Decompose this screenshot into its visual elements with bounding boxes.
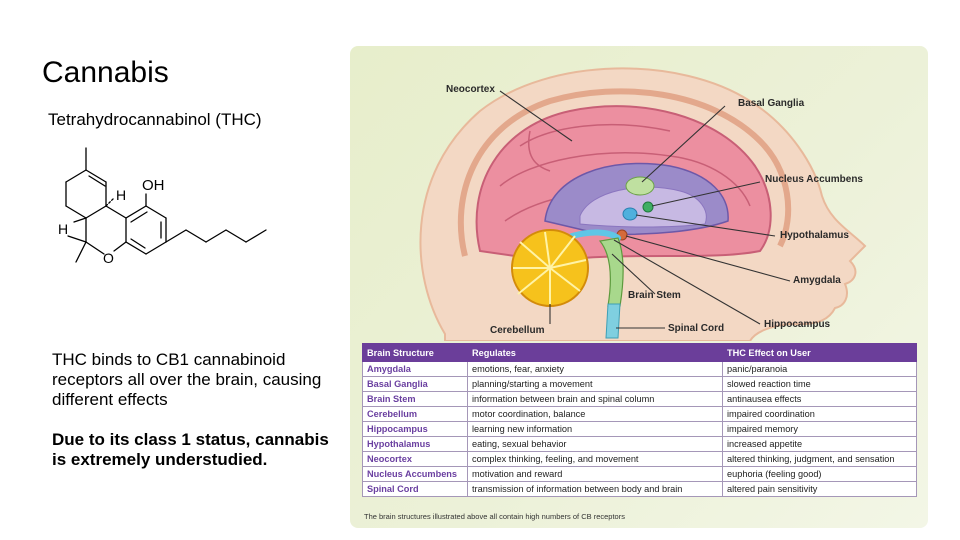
leader-lines [499, 90, 791, 329]
effect-cell: slowed reaction time [722, 376, 917, 392]
structure-cell: Spinal Cord [362, 481, 468, 497]
cerebellum-folds [513, 231, 587, 304]
oh-label: OH [142, 177, 165, 194]
effect-cell: euphoria (feeling good) [722, 466, 917, 482]
brain-structure-table: Brain Structure Regulates THC Effect on … [362, 343, 917, 497]
regulates-cell: transmission of information between body… [467, 481, 723, 497]
label-cerebellum: Cerebellum [490, 325, 545, 336]
brain-diagram: Neocortex Basal Ganglia Nucleus Accumben… [419, 67, 867, 341]
label-neocortex: Neocortex [446, 84, 495, 95]
regulates-cell: information between brain and spinal col… [467, 391, 723, 407]
skull-outline [457, 88, 792, 257]
regulates-cell: motor coordination, balance [467, 406, 723, 422]
nucleus-accumbens-shape [642, 201, 654, 213]
slide-body: THC binds to CB1 cannabinoid receptors a… [52, 350, 342, 490]
effect-cell: impaired coordination [722, 406, 917, 422]
regulates-cell: learning new information [467, 421, 723, 437]
regulates-cell: emotions, fear, anxiety [467, 361, 723, 377]
label-basal-ganglia: Basal Ganglia [738, 98, 805, 109]
regulates-cell: planning/starting a movement [467, 376, 723, 392]
effect-cell: panic/paranoia [722, 361, 917, 377]
table-header-row: Brain Structure Regulates THC Effect on … [362, 343, 917, 362]
slide-title: Cannabis [42, 56, 169, 89]
spinal-cord-shape [605, 303, 621, 339]
label-amygdala: Amygdala [793, 275, 841, 286]
label-hypothalamus: Hypothalamus [780, 230, 849, 241]
hypothalamus-shape [622, 207, 638, 221]
structure-cell: Neocortex [362, 451, 468, 467]
label-nucleus-accumbens: Nucleus Accumbens [765, 174, 863, 185]
structure-cell: Cerebellum [362, 406, 468, 422]
structure-cell: Amygdala [362, 361, 468, 377]
label-brain-stem: Brain Stem [628, 290, 681, 301]
h-label-left: H [58, 221, 68, 237]
brain-figure-panel: Neocortex Basal Ganglia Nucleus Accumben… [350, 46, 928, 528]
table-footnote: The brain structures illustrated above a… [364, 512, 625, 521]
thc-structure-diagram: OH H H O [58, 147, 267, 266]
emphasis-paragraph: Due to its class 1 status, cannabis is e… [52, 430, 329, 469]
label-hippocampus: Hippocampus [764, 319, 831, 330]
hippocampus-shape [569, 229, 621, 241]
structure-cell: Basal Ganglia [362, 376, 468, 392]
effect-cell: antinausea effects [722, 391, 917, 407]
body-paragraph: THC binds to CB1 cannabinoid receptors a… [52, 350, 322, 409]
effect-cell: altered thinking, judgment, and sensatio… [722, 451, 917, 467]
h-label-top: H [116, 187, 126, 203]
effect-cell: increased appetite [722, 436, 917, 452]
effect-cell: altered pain sensitivity [722, 481, 917, 497]
effect-cell: impaired memory [722, 421, 917, 437]
structure-cell: Nucleus Accumbens [362, 466, 468, 482]
regulates-cell: eating, sexual behavior [467, 436, 723, 452]
column-header: Brain Structure [362, 343, 468, 362]
column-header: THC Effect on User [722, 343, 917, 362]
column-header: Regulates [467, 343, 723, 362]
structure-cell: Brain Stem [362, 391, 468, 407]
structure-cell: Hypothalamus [362, 436, 468, 452]
molecule-name: Tetrahydrocannabinol (THC) [48, 110, 262, 129]
oxygen-label: O [103, 250, 114, 266]
regulates-cell: motivation and reward [467, 466, 723, 482]
basal-ganglia-shape [625, 176, 655, 196]
structure-cell: Hippocampus [362, 421, 468, 437]
label-spinal-cord: Spinal Cord [668, 323, 724, 334]
regulates-cell: complex thinking, feeling, and movement [467, 451, 723, 467]
